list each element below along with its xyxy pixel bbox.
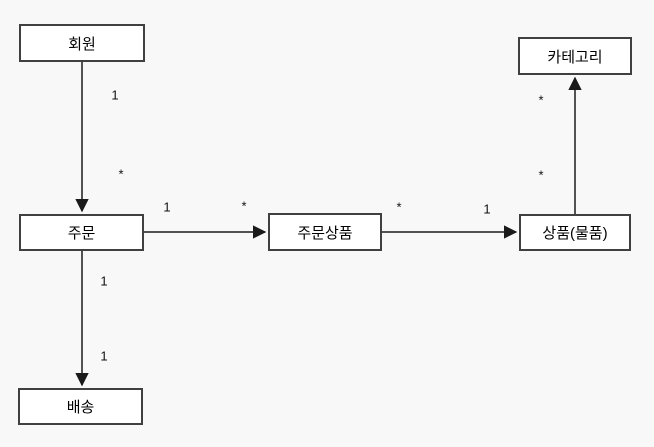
multiplicity-order-delivery-source: 1: [100, 273, 108, 289]
multiplicity-order-delivery-target: 1: [100, 348, 108, 364]
node-product-label: 상품(물품): [542, 225, 608, 242]
node-delivery-label: 배송: [66, 399, 95, 416]
node-product: 상품(물품): [519, 214, 631, 251]
multiplicity-product-category-source: *: [538, 167, 544, 183]
node-order-label: 주문: [67, 225, 96, 242]
multiplicity-orderitem-product-target: 1: [483, 201, 491, 217]
node-category-label: 카테고리: [547, 48, 603, 66]
multiplicity-orderitem-product-source: *: [396, 199, 402, 215]
multiplicity-order-orderitem-target: *: [241, 198, 247, 214]
multiplicity-order-orderitem-source: 1: [163, 199, 171, 215]
multiplicity-member-order-target: *: [118, 166, 124, 182]
node-delivery: 배송: [18, 388, 143, 425]
node-order: 주문: [19, 214, 144, 251]
multiplicity-member-order-source: 1: [111, 87, 119, 103]
node-order-item: 주문상품: [268, 213, 382, 251]
node-member: 회원: [19, 24, 145, 62]
node-order-item-label: 주문상품: [297, 224, 353, 242]
node-member-label: 회원: [68, 35, 96, 53]
node-category: 카테고리: [518, 37, 632, 75]
multiplicity-product-category-target: *: [538, 92, 544, 108]
